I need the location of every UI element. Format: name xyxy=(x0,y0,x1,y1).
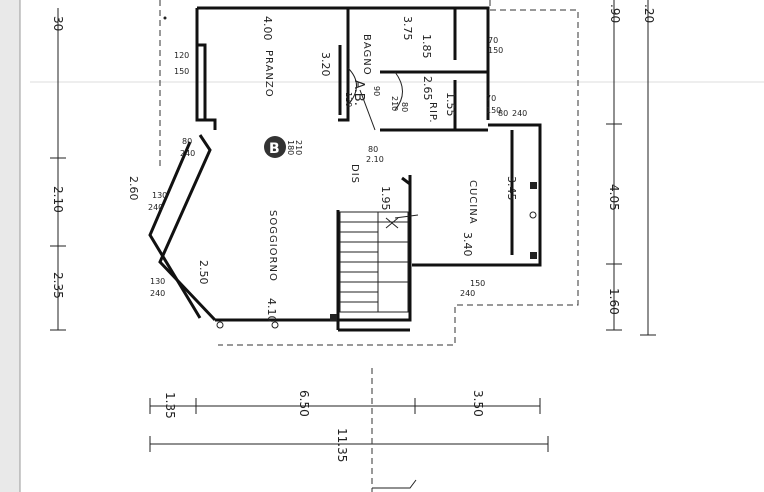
dim-left-235: 2.35 xyxy=(51,272,65,299)
paper-edge xyxy=(0,0,20,492)
dim-120b: 120 xyxy=(344,92,353,107)
staircase xyxy=(339,211,409,313)
right-dimension-line xyxy=(606,0,656,336)
dim-240d: 240 xyxy=(150,289,165,298)
door-arcs xyxy=(347,67,419,219)
ab-marker: A.B. xyxy=(351,80,366,106)
dim-240c: 240 xyxy=(148,203,163,212)
dim-80-open: 80 xyxy=(498,109,508,118)
dim-80a: 80 xyxy=(400,102,409,112)
b-marker-small-1: 180 xyxy=(286,140,295,155)
dim-150b: 150 xyxy=(488,46,503,55)
dim-210b: 2.10 xyxy=(366,155,384,164)
property-boundary xyxy=(159,0,579,346)
dim-345: 3.45 xyxy=(505,176,518,201)
dim-left-210: 2.10 xyxy=(51,186,65,213)
dim-bottom-135: 1.35 xyxy=(163,392,177,419)
room-label-dis: DIS xyxy=(349,164,360,184)
dim-bottom-350: 3.50 xyxy=(471,390,485,417)
dim-240a: 240 xyxy=(512,109,527,118)
room-label-bagno: BAGNO xyxy=(361,34,372,76)
dim-80c: 80 xyxy=(182,137,192,146)
dim-340: 3.40 xyxy=(461,232,474,257)
dim-top-right-90: .90 xyxy=(608,4,622,23)
section-b-marker: B xyxy=(264,136,286,158)
dim-265: 2.65 xyxy=(421,76,434,101)
dim-185: 1.85 xyxy=(420,34,433,59)
dim-150a: 150 xyxy=(174,67,189,76)
dim-130b: 130 xyxy=(150,277,165,286)
dim-bottom-650: 6.50 xyxy=(297,390,311,417)
b-marker-small-2: 210 xyxy=(294,140,303,155)
wall-markers xyxy=(163,16,537,329)
dim-150d: 150 xyxy=(470,279,485,288)
dim-top-left-30: 30 xyxy=(51,16,65,31)
dim-150c: 150 xyxy=(486,106,501,115)
dim-400: 4.00 xyxy=(261,16,274,41)
dim-260: 2.60 xyxy=(127,176,140,201)
room-label-soggiorno: SOGGIORNO xyxy=(267,210,278,282)
dim-right-160: 1.60 xyxy=(607,288,621,315)
dim-155: 1.55 xyxy=(444,92,457,117)
walls xyxy=(148,6,542,332)
dim-195: 1.95 xyxy=(379,186,392,211)
dim-410: 4.10 xyxy=(265,298,278,323)
dim-250: 2.50 xyxy=(197,260,210,285)
dim-90: 90 xyxy=(372,86,381,96)
boundary-top xyxy=(489,0,579,40)
dim-240b: 240 xyxy=(180,149,195,158)
dim-130a: 130 xyxy=(152,191,167,200)
dim-210a: 210 xyxy=(390,96,399,111)
dim-70a: 70 xyxy=(488,36,498,45)
dim-right-405: 4.05 xyxy=(607,184,621,211)
room-label-pranzo: PRANZO xyxy=(263,50,274,98)
left-dimension-line xyxy=(50,8,66,331)
room-label-rip: RIP. xyxy=(427,102,438,124)
dim-top-right-20: .20 xyxy=(642,4,656,23)
dim-120a: 120 xyxy=(174,51,189,60)
room-label-cucina: CUCINA xyxy=(467,180,478,225)
bottom-dimension-lines xyxy=(149,368,549,492)
dim-bottom-1135: 11.35 xyxy=(335,428,349,462)
dim-70b: 70 xyxy=(486,94,496,103)
dim-240e: 240 xyxy=(460,289,475,298)
dim-320: 3.20 xyxy=(319,52,332,77)
dim-80b: 80 xyxy=(368,145,378,154)
b-marker-letter: B xyxy=(269,141,280,157)
dim-375: 3.75 xyxy=(401,16,414,41)
